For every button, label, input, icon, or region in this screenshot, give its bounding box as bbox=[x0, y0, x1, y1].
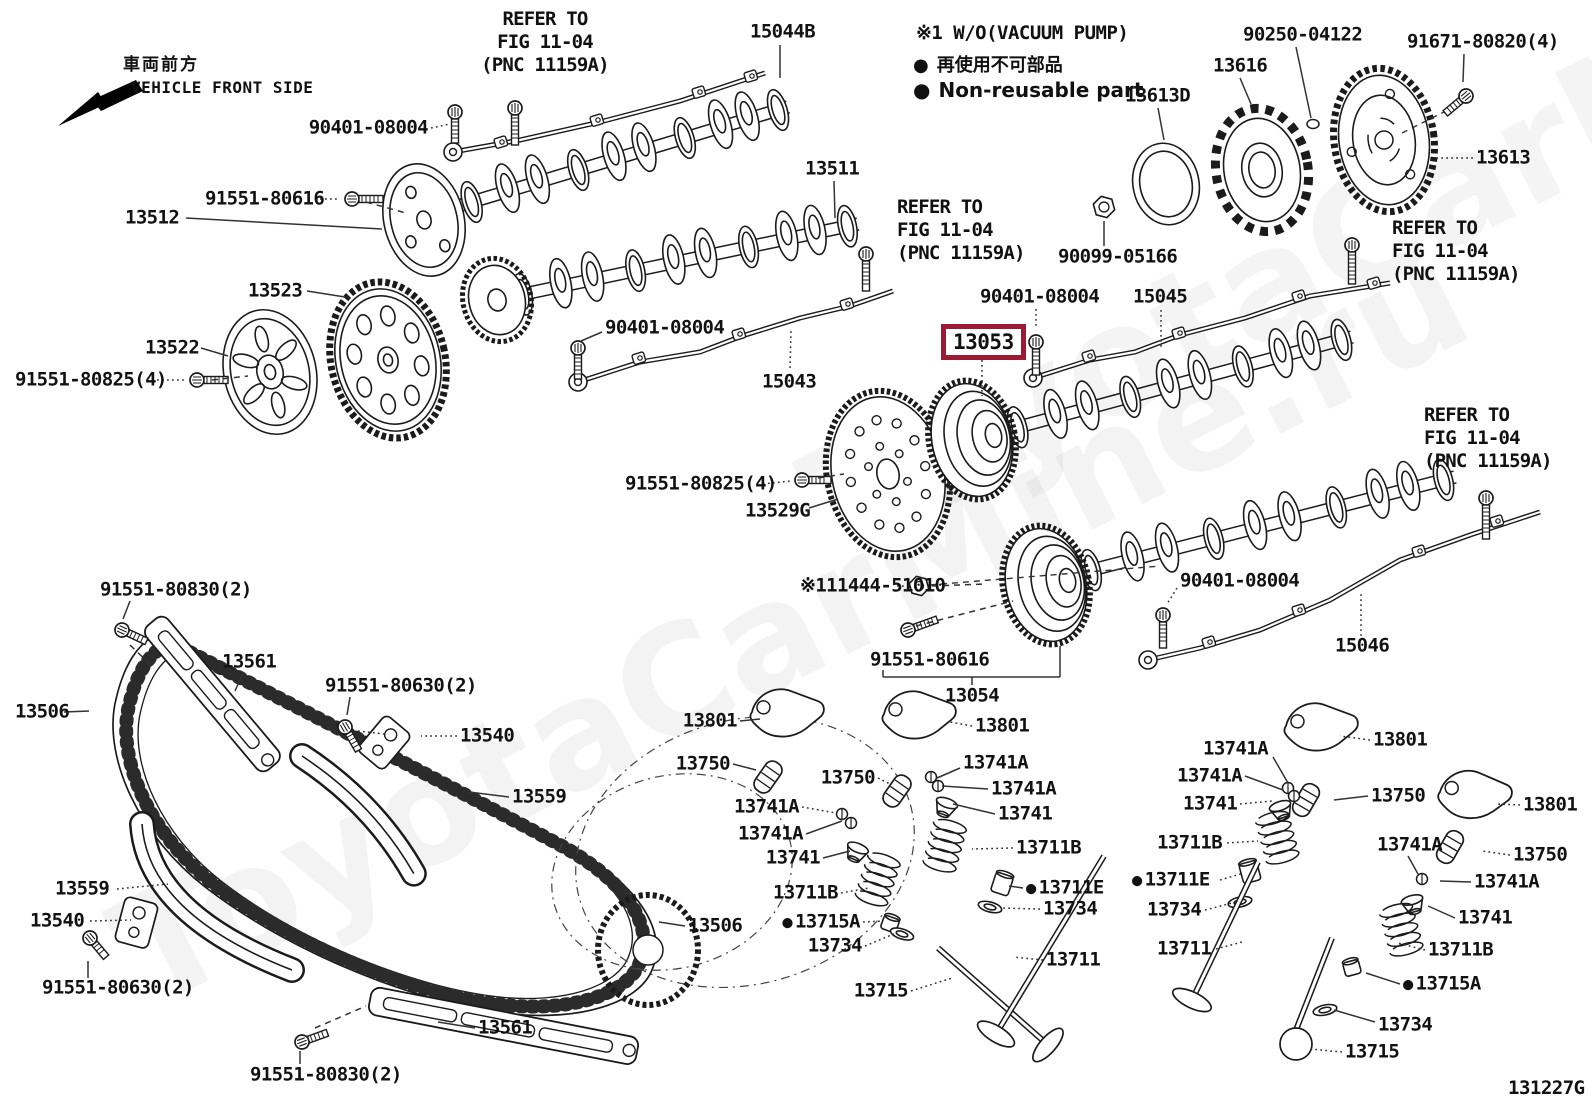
part-label-13559: 13559 bbox=[512, 785, 567, 808]
part-label-13559: 13559 bbox=[55, 877, 110, 900]
part-label-13715: 13715 bbox=[853, 979, 909, 1002]
part-label-13511: 13511 bbox=[805, 157, 860, 180]
part-label-13734: 13734 bbox=[807, 934, 863, 957]
front-side-note-en: VEHICLE FRONT SIDE bbox=[131, 78, 314, 97]
part-label-13715: 13715 bbox=[1345, 1040, 1400, 1063]
front-side-note-jp: 車両前方 bbox=[123, 55, 199, 75]
part-label-13801: 13801 bbox=[682, 709, 738, 732]
part-label-13711: 13711 bbox=[1157, 937, 1212, 960]
part-label-13506: 13506 bbox=[688, 914, 743, 937]
part-label-13711e: ●13711E bbox=[1026, 876, 1104, 899]
part-label-13613d: 13613D bbox=[1125, 84, 1191, 107]
nonreusable-bullet-icon: ● bbox=[782, 912, 792, 933]
part-label-13715a: ●13715A bbox=[782, 910, 860, 933]
part-label-13741a: 13741A bbox=[1377, 833, 1443, 856]
nonreusable-bullet-icon: ● bbox=[1026, 878, 1036, 899]
part-label-13750: 13750 bbox=[675, 752, 731, 775]
part-label-13529g: 13529G bbox=[745, 499, 811, 522]
part-label-13750: 13750 bbox=[820, 766, 876, 789]
part-label-90401-08004: 90401-08004 bbox=[605, 316, 725, 339]
part-label-13741a: 13741A bbox=[1177, 764, 1243, 787]
legend-variant-note: ※1 W/O(VACUUM PUMP) bbox=[916, 22, 1129, 44]
part-label-13540: 13540 bbox=[460, 724, 515, 747]
part-label-13741a: 13741A bbox=[1474, 870, 1540, 893]
part-label-13741a: 13741A bbox=[737, 822, 804, 845]
part-label-11444-51010: ※111444-51010 bbox=[800, 574, 946, 597]
part-label-13734: 13734 bbox=[1378, 1013, 1433, 1036]
part-label-13711: 13711 bbox=[1046, 948, 1101, 971]
part-label-13734: 13734 bbox=[1147, 898, 1202, 921]
part-label-13613: 13613 bbox=[1476, 146, 1531, 169]
part-label-13801: 13801 bbox=[1523, 793, 1578, 816]
legend-nonreusable-jp: ●再使用不可部品 bbox=[913, 55, 1063, 76]
bullet-icon: ● bbox=[913, 78, 931, 102]
part-label-13715a: ●13715A bbox=[1403, 972, 1481, 995]
part-label-91551-80630(2): 91551-80630(2) bbox=[42, 976, 194, 999]
part-label-13540: 13540 bbox=[30, 909, 85, 932]
part-label-13506: 13506 bbox=[15, 700, 70, 723]
part-label-13741: 13741 bbox=[765, 846, 821, 869]
selected-part-callout[interactable]: 13053 bbox=[941, 324, 1026, 360]
part-label-13741a: 13741A bbox=[991, 777, 1057, 800]
part-label-13616: 13616 bbox=[1213, 54, 1268, 77]
part-label-91551-80830(2): 91551-80830(2) bbox=[250, 1063, 402, 1086]
part-label-13734: 13734 bbox=[1043, 897, 1098, 920]
part-label-13741: 13741 bbox=[1458, 906, 1513, 929]
part-label-91551-80825(4): 91551-80825(4) bbox=[625, 472, 777, 495]
bullet-icon: ● bbox=[913, 55, 929, 76]
part-label-15046: 15046 bbox=[1335, 634, 1390, 657]
part-label-91551-80616: 91551-80616 bbox=[870, 648, 990, 671]
part-label-13750: 13750 bbox=[1513, 843, 1568, 866]
part-label-13741a: 13741A bbox=[1203, 737, 1269, 760]
figure-code: 131227G bbox=[1508, 1077, 1585, 1099]
part-label-13711b: 13711B bbox=[1016, 836, 1082, 859]
part-label-91551-80630(2): 91551-80630(2) bbox=[325, 674, 477, 697]
part-label-13741: 13741 bbox=[1183, 792, 1238, 815]
part-label-90401-08004: 90401-08004 bbox=[980, 285, 1100, 308]
part-label-13711b: 13711B bbox=[1428, 938, 1494, 961]
legend-nonreusable-en: ●Non-reusable part bbox=[913, 78, 1144, 102]
part-label-90401-08004: 90401-08004 bbox=[1180, 569, 1300, 592]
part-label-15043: 15043 bbox=[762, 370, 817, 393]
part-label-91551-80830(2): 91551-80830(2) bbox=[100, 578, 252, 601]
part-label-91551-80616: 91551-80616 bbox=[205, 187, 325, 210]
part-label-13523: 13523 bbox=[248, 279, 303, 302]
part-label-13801: 13801 bbox=[1373, 728, 1428, 751]
part-label-13561: 13561 bbox=[478, 1016, 533, 1039]
part-label-15045: 15045 bbox=[1133, 285, 1188, 308]
part-label-13711b: 13711B bbox=[1157, 831, 1223, 854]
part-label-13750: 13750 bbox=[1371, 784, 1426, 807]
part-label-13054: 13054 bbox=[944, 684, 1000, 707]
part-label-15044b: 15044B bbox=[750, 20, 816, 43]
part-label-13512: 13512 bbox=[125, 206, 180, 229]
part-label-13741a: 13741A bbox=[963, 751, 1029, 774]
part-label-13741: 13741 bbox=[998, 802, 1053, 825]
nonreusable-bullet-icon: ● bbox=[1403, 974, 1413, 995]
part-label-90401-08004: 90401-08004 bbox=[308, 116, 429, 139]
part-label-13561: 13561 bbox=[222, 650, 277, 673]
part-label-13711b: 13711B bbox=[772, 881, 839, 904]
nonreusable-bullet-icon: ● bbox=[1132, 870, 1142, 891]
part-label-13711e: ●13711E bbox=[1132, 868, 1210, 891]
part-label-13522: 13522 bbox=[145, 336, 200, 359]
part-label-91671-80820(4): 91671-80820(4) bbox=[1407, 30, 1559, 53]
part-label-91551-80825(4): 91551-80825(4) bbox=[15, 368, 167, 391]
part-label-13801: 13801 bbox=[975, 714, 1030, 737]
part-label-90250-04122: 90250-04122 bbox=[1243, 23, 1363, 46]
part-label-13741a: 13741A bbox=[733, 795, 800, 818]
part-label-90099-05166: 90099-05166 bbox=[1058, 245, 1178, 268]
